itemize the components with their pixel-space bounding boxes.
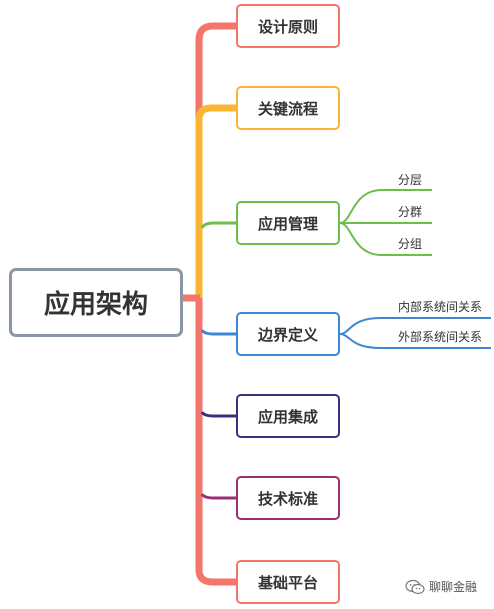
branch-link-standards (200, 493, 236, 500)
leaf-layering[interactable]: 分层 (398, 173, 423, 187)
trunk-red-top (195, 22, 240, 302)
node-base-platform[interactable]: 基础平台 (236, 560, 340, 604)
node-app-management[interactable]: 应用管理 (236, 201, 340, 245)
node-key-processes[interactable]: 关键流程 (236, 86, 340, 130)
branch-link-boundary (200, 329, 236, 336)
leaf-clustering[interactable]: 分组 (398, 237, 423, 251)
leaf-external-relations[interactable]: 外部系统间关系 (398, 330, 483, 344)
node-tech-standards[interactable]: 技术标准 (236, 476, 340, 520)
node-app-integration[interactable]: 应用集成 (236, 394, 340, 438)
watermark: 聊聊金融 (405, 578, 477, 595)
leaf-curve-boundary (339, 317, 491, 349)
trunk-red-bottom (195, 294, 240, 586)
leaf-internal-relations[interactable]: 内部系统间关系 (398, 300, 483, 314)
node-design-principles[interactable]: 设计原则 (236, 4, 340, 48)
root-node[interactable]: 应用架构 (9, 268, 183, 337)
trunk-yellow (195, 104, 236, 298)
branch-link-app-management (200, 221, 236, 229)
node-boundary-definition[interactable]: 边界定义 (236, 312, 340, 356)
wechat-icon (405, 579, 425, 594)
leaf-grouping[interactable]: 分群 (398, 205, 423, 219)
leaf-curve-app-management (339, 189, 432, 256)
branch-link-integration (200, 411, 236, 418)
watermark-text: 聊聊金融 (429, 580, 478, 594)
